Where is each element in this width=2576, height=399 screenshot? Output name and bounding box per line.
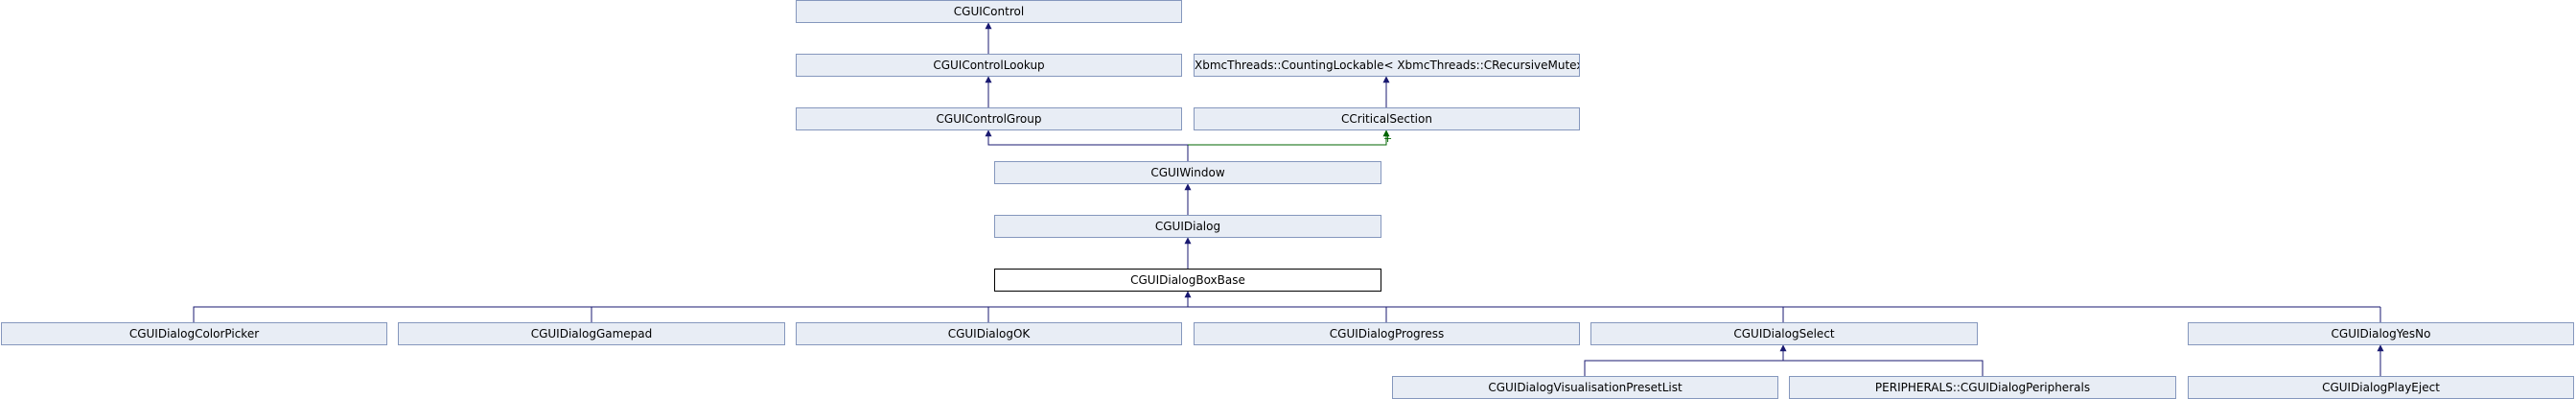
- node-playeject[interactable]: CGUIDialogPlayEject: [2188, 376, 2574, 399]
- node-gamepad[interactable]: CGUIDialogGamepad: [398, 322, 785, 345]
- node-cguicontrol[interactable]: CGUIControl: [796, 0, 1182, 23]
- node-cguiwindow[interactable]: CGUIWindow: [994, 161, 1381, 184]
- node-progress[interactable]: CGUIDialogProgress: [1194, 322, 1580, 345]
- node-cguicontrollookup[interactable]: CGUIControlLookup: [796, 54, 1182, 77]
- node-yesno[interactable]: CGUIDialogYesNo: [2188, 322, 2574, 345]
- edge-window-to-controlgroup: [985, 129, 1189, 161]
- edge-select-children: [1584, 360, 1984, 376]
- node-cguidialogboxbase: CGUIDialogBoxBase: [994, 269, 1381, 292]
- edge-children-to-dialogboxbase: [193, 306, 2380, 322]
- node-ccriticalsection[interactable]: CCriticalSection: [1194, 107, 1580, 130]
- node-ok[interactable]: CGUIDialogOK: [796, 322, 1182, 345]
- node-visualisationpresetlist[interactable]: CGUIDialogVisualisationPresetList: [1392, 376, 1778, 399]
- node-countinglockable[interactable]: XbmcThreads::CountingLockable< XbmcThrea…: [1194, 54, 1580, 77]
- edge-window-to-criticalsection: [1188, 129, 1390, 146]
- node-peripherals[interactable]: PERIPHERALS::CGUIDialogPeripherals: [1789, 376, 2176, 399]
- edge-label-plus: +: [1383, 132, 1392, 145]
- node-cguidialog[interactable]: CGUIDialog: [994, 215, 1381, 238]
- node-select[interactable]: CGUIDialogSelect: [1590, 322, 1978, 345]
- node-colorpicker[interactable]: CGUIDialogColorPicker: [1, 322, 387, 345]
- node-cguicontrolgroup[interactable]: CGUIControlGroup: [796, 107, 1182, 130]
